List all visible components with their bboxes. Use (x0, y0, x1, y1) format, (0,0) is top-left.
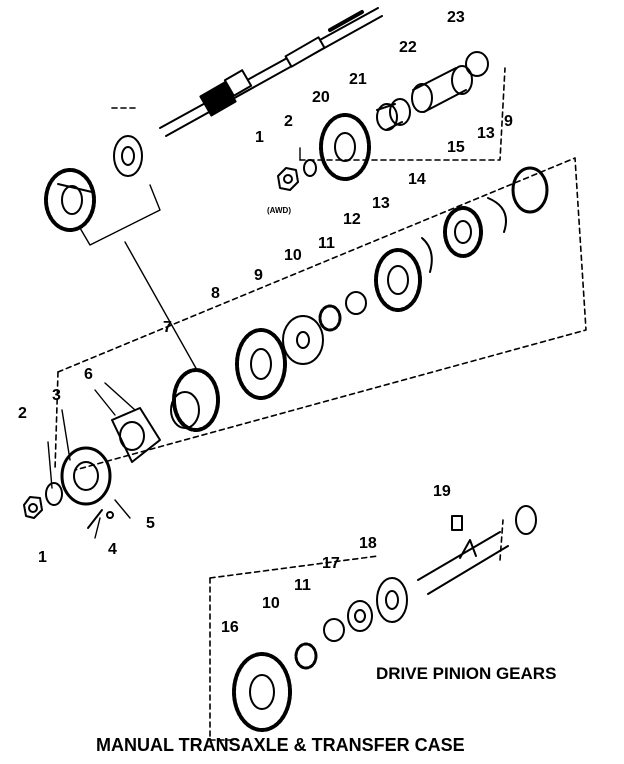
callout-21: 21 (349, 71, 367, 88)
callout-13-right: 13 (477, 125, 495, 142)
upper-cluster-parts (277, 51, 489, 191)
callout-2-upper: 2 (284, 113, 293, 130)
callout-9-right: 9 (504, 113, 513, 130)
diagram-caption: MANUAL TRANSAXLE & TRANSFER CASE (96, 735, 465, 755)
callout-10-lower: 10 (262, 595, 280, 612)
callout-5: 5 (146, 515, 155, 532)
callout-8: 8 (211, 285, 220, 302)
leader-lines (47, 147, 301, 539)
assembly-boundary-lines (54, 67, 587, 741)
callout-2-lower: 2 (18, 405, 27, 422)
callout-1-lower: 1 (38, 549, 47, 566)
callout-3: 3 (52, 387, 61, 404)
section-label: DRIVE PINION GEARS (376, 664, 557, 683)
callout-12: 12 (343, 211, 361, 228)
callout-22: 22 (399, 39, 417, 56)
callout-11-lower: 11 (294, 577, 311, 594)
callout-9-left: 9 (254, 267, 263, 284)
callout-7: 7 (163, 319, 172, 336)
callout-14: 14 (408, 171, 426, 188)
callout-4: 4 (108, 541, 117, 558)
callout-15: 15 (447, 139, 465, 156)
top-pinion-gear (44, 168, 96, 232)
callout-18: 18 (359, 535, 377, 552)
callout-19: 19 (433, 483, 451, 500)
callout-20: 20 (312, 89, 330, 106)
awd-tag: (AWD) (267, 206, 291, 215)
main-gear-stack (23, 166, 549, 529)
callout-16: 16 (221, 619, 239, 636)
input-shaft (159, 7, 383, 137)
callout-10-upper: 10 (284, 247, 302, 264)
callout-6: 6 (84, 366, 93, 383)
callout-11-upper: 11 (318, 235, 335, 252)
callout-1-upper: 1 (255, 129, 264, 146)
callout-13-left: 13 (372, 195, 390, 212)
callout-17: 17 (322, 555, 340, 572)
top-bearing (113, 135, 143, 177)
drive-pinion-assembly (232, 505, 537, 732)
callout-23: 23 (447, 9, 465, 26)
